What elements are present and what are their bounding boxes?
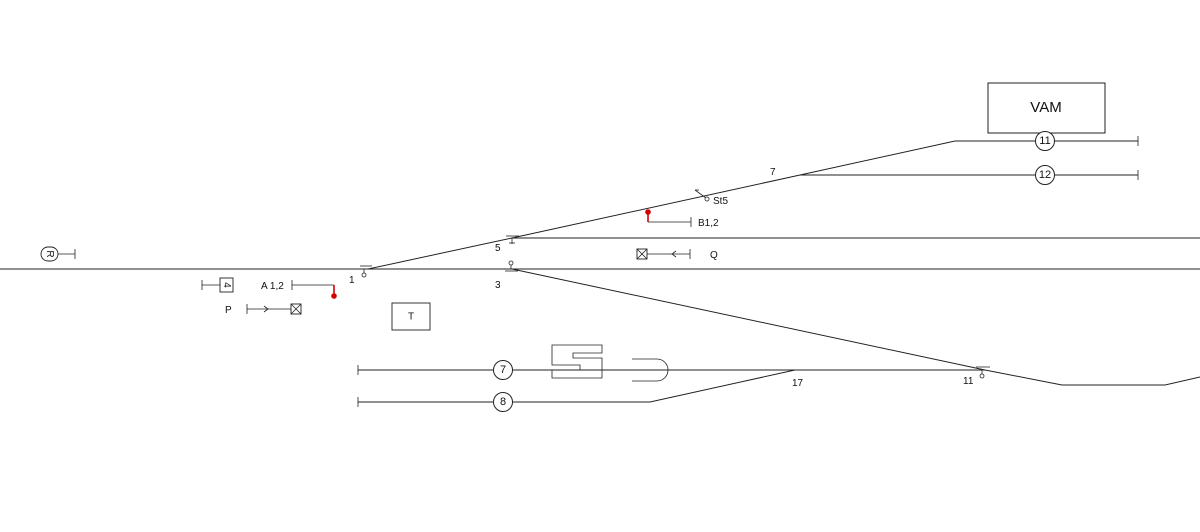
- derail-st5: [694, 189, 710, 202]
- switch-11: [976, 366, 990, 379]
- svg-text:8: 8: [500, 396, 506, 408]
- track-end-symbol: [632, 358, 669, 382]
- signal-q: [636, 248, 691, 260]
- switch-11-label: 11: [963, 376, 974, 387]
- signal-p-label: P: [225, 305, 232, 316]
- switch-7-label: 7: [770, 167, 776, 178]
- switch-17-label: 17: [792, 378, 804, 389]
- track-number-8: 8: [493, 392, 513, 412]
- track-number-12: 12: [1035, 165, 1055, 185]
- vam-building: [987, 82, 1106, 134]
- track-continuation-east: [984, 369, 1200, 386]
- signal-p: [246, 303, 302, 315]
- branch-track-7-to-11: [799, 140, 956, 176]
- signal-q-label: Q: [710, 250, 718, 261]
- switch-1: [360, 265, 372, 278]
- track-number-11: 11: [1035, 131, 1055, 151]
- weighbridge-symbol: [551, 344, 603, 379]
- sign-4-label: 4: [221, 282, 232, 288]
- switch-3-label: 3: [495, 280, 501, 291]
- signal-b12: [645, 209, 692, 227]
- svg-text:7: 7: [500, 364, 506, 376]
- building-t-label: T: [408, 312, 414, 323]
- building-t: [391, 302, 431, 331]
- signal-a12: [291, 280, 337, 299]
- signal-a12-label: A 1,2: [261, 281, 284, 292]
- svg-text:12: 12: [1039, 169, 1051, 181]
- signal-b12-label: B1,2: [698, 218, 719, 229]
- signal-r: R: [40, 246, 76, 262]
- signal-r-label: R: [44, 250, 55, 257]
- switch-5-label: 5: [495, 243, 501, 254]
- branch-track-1-to-5: [367, 237, 513, 270]
- svg-text:11: 11: [1039, 135, 1050, 147]
- derail-st5-label: St5: [713, 196, 728, 207]
- switch-1-label: 1: [349, 275, 355, 286]
- branch-track-5-to-7: [511, 174, 801, 239]
- switch-5: [506, 235, 519, 244]
- diagonal-track-3-to-11: [511, 268, 986, 371]
- track-8: [358, 369, 796, 403]
- switch-3: [505, 260, 518, 272]
- vam-building-label: VAM: [1030, 99, 1061, 116]
- track-number-7: 7: [493, 360, 513, 380]
- sign-4: 4: [201, 277, 234, 293]
